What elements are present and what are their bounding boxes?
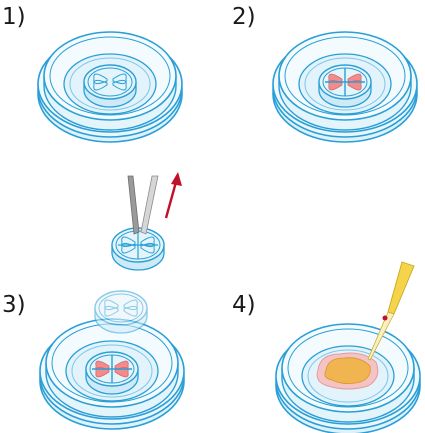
step-1-dish (38, 32, 182, 142)
cell-insert-icon (84, 65, 136, 107)
forceps-icon (128, 176, 158, 234)
step-2-dish (273, 32, 417, 142)
lifted-insert (112, 228, 164, 270)
step-3-dish (40, 319, 184, 429)
cell-insert-icon (86, 352, 138, 394)
cell-insert-icon (319, 65, 371, 107)
lifting-insert-ghost (95, 291, 147, 333)
up-arrow-icon (166, 172, 182, 218)
step-4-dish (276, 324, 420, 433)
